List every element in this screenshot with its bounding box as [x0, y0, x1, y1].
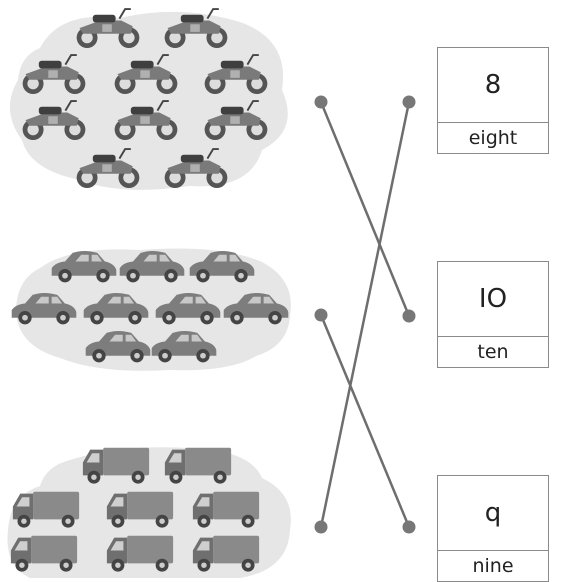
card-word: nine: [472, 555, 514, 577]
car-group: [16, 248, 291, 371]
card-numeral: 8: [438, 48, 548, 123]
card-numeral: IO: [438, 262, 548, 337]
number-card-nine: q nine: [437, 475, 549, 582]
match-line: [319, 314, 411, 528]
motorcycle-group: [9, 11, 288, 190]
number-card-eight: 8 eight: [437, 47, 549, 154]
card-numeral: q: [438, 476, 548, 551]
number-card-ten: IO ten: [437, 261, 549, 368]
group-background: [16, 248, 291, 371]
match-line: [319, 101, 411, 528]
right-dot-eight[interactable]: [402, 95, 416, 109]
left-dot-trucks[interactable]: [314, 520, 328, 534]
group-background: [9, 11, 288, 190]
left-dot-cars[interactable]: [314, 308, 328, 322]
left-dot-motorcycles[interactable]: [314, 95, 328, 109]
right-dot-nine[interactable]: [402, 520, 416, 534]
card-word: eight: [468, 127, 518, 149]
match-line: [319, 101, 411, 317]
card-word: ten: [477, 341, 509, 363]
right-dot-ten[interactable]: [402, 309, 416, 323]
